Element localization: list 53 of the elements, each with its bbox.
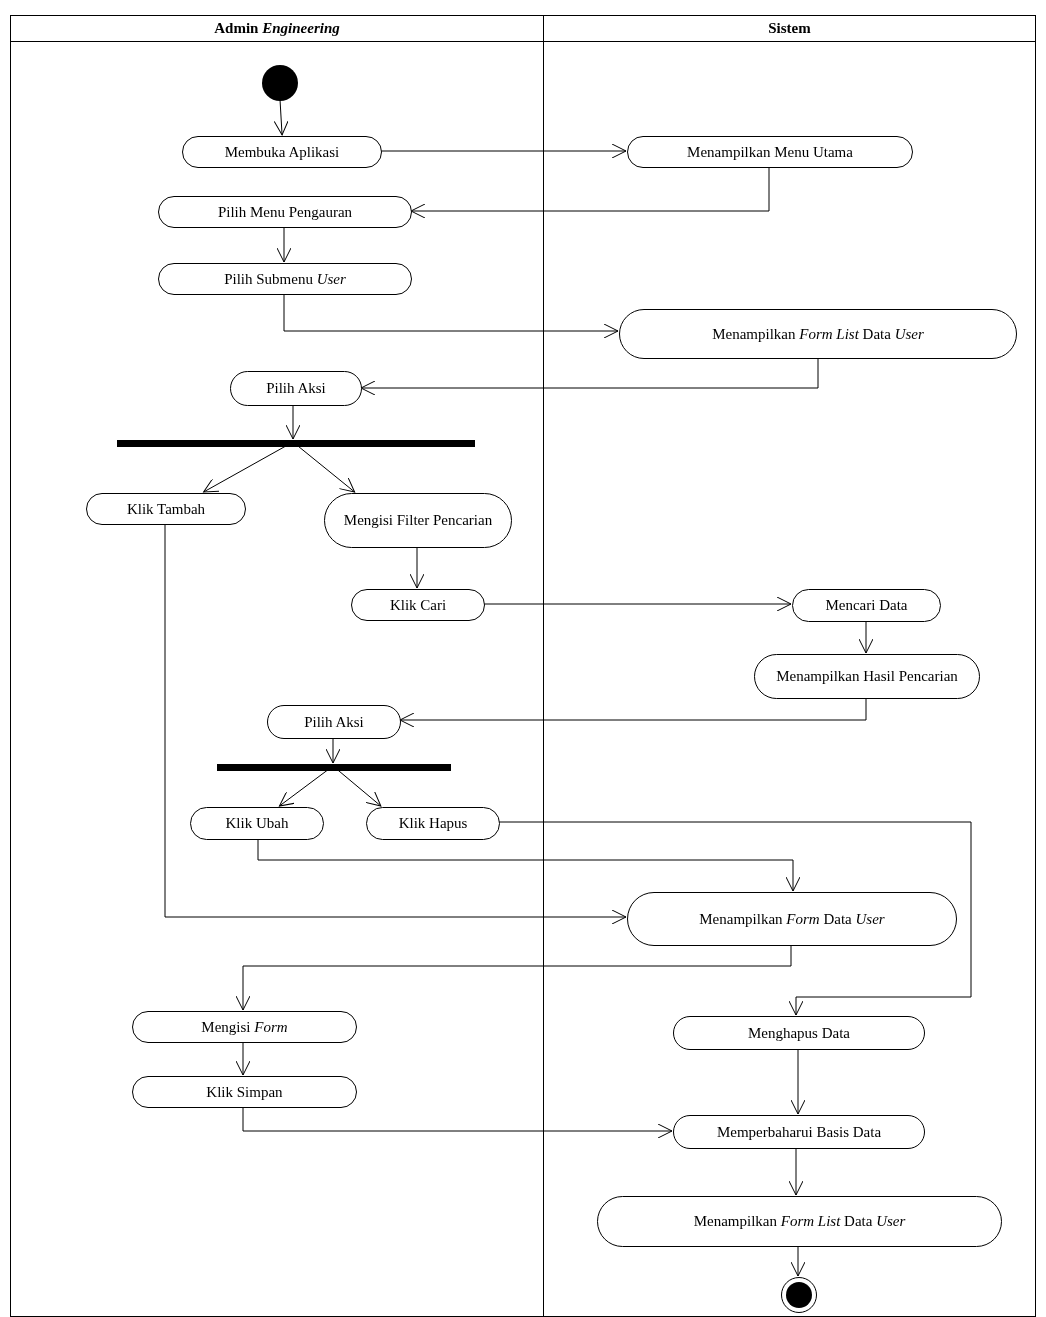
arrow	[409, 546, 425, 589]
action-node: Mencari Data	[792, 589, 941, 622]
lane-title: Admin Engineering	[11, 16, 543, 42]
action-node: Mengisi Filter Pencarian	[324, 493, 512, 548]
arrow	[273, 99, 289, 136]
arrow	[410, 166, 770, 219]
arrow	[297, 445, 356, 493]
action-node: Klik Tambah	[86, 493, 246, 525]
action-node: Menampilkan Form List Data User	[597, 1196, 1002, 1247]
action-node: Klik Ubah	[190, 807, 324, 840]
action-node: Klik Hapus	[366, 807, 500, 840]
swimlane	[10, 15, 544, 1317]
action-node: Menampilkan Form Data User	[627, 892, 957, 946]
action-node: Menghapus Data	[673, 1016, 925, 1050]
action-node: Menampilkan Form List Data User	[619, 309, 1017, 359]
arrow	[858, 620, 874, 654]
arrow	[360, 357, 819, 396]
action-node: Klik Cari	[351, 589, 485, 621]
action-node: Mengisi Form	[132, 1011, 357, 1043]
arrow	[790, 1048, 806, 1115]
arrow	[278, 769, 329, 807]
fork-bar	[217, 764, 451, 771]
action-node: Menampilkan Hasil Pencarian	[754, 654, 980, 699]
arrow	[285, 404, 301, 440]
action-node: Klik Simpan	[132, 1076, 357, 1108]
arrow	[325, 737, 341, 764]
initial-node	[262, 65, 298, 101]
arrow	[276, 226, 292, 263]
action-node: Memperbaharui Basis Data	[673, 1115, 925, 1149]
swimlane	[543, 15, 1036, 1317]
action-node: Pilih Aksi	[230, 371, 362, 406]
lane-title: Sistem	[544, 16, 1035, 42]
arrow	[399, 697, 867, 728]
arrow	[498, 821, 972, 1016]
final-node	[781, 1277, 817, 1313]
action-node: Menampilkan Menu Utama	[627, 136, 913, 168]
arrow	[790, 1245, 806, 1277]
action-node: Pilih Aksi	[267, 705, 401, 739]
arrow	[380, 143, 627, 159]
action-node: Membuka Aplikasi	[182, 136, 382, 168]
arrow	[788, 1147, 804, 1196]
arrow	[483, 596, 792, 612]
arrow	[164, 523, 627, 925]
fork-bar	[117, 440, 475, 447]
arrow	[203, 445, 287, 493]
action-node: Pilih Submenu User	[158, 263, 412, 295]
arrow	[242, 1106, 673, 1139]
arrow	[235, 944, 792, 1011]
arrow	[235, 1041, 251, 1076]
arrow	[283, 293, 619, 339]
arrow	[337, 769, 382, 807]
arrow	[257, 838, 801, 892]
action-node: Pilih Menu Pengauran	[158, 196, 412, 228]
